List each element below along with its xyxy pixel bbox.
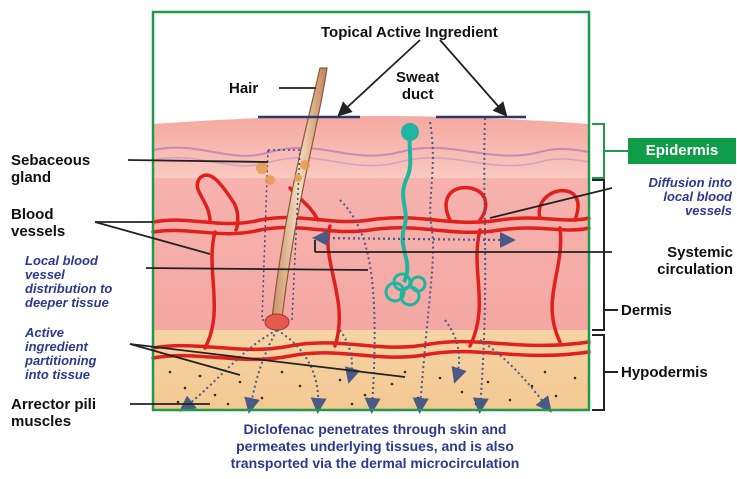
sebaceous-gland-label: Sebaceous gland [11, 152, 90, 186]
diagram-caption: Diclofenac penetrates through skin and p… [150, 421, 600, 472]
hair-label: Hair [229, 80, 258, 97]
local-blood-vessel-label: Local blood vessel distribution to deepe… [25, 254, 112, 310]
topical-ingredient-label: Topical Active Ingredient [321, 24, 498, 41]
sweat-duct-label: Sweat duct [396, 69, 439, 103]
hypodermis-layer [153, 330, 589, 410]
systemic-circulation-label: Systemic circulation [625, 244, 733, 278]
blood-vessels-label: Blood vessels [11, 206, 65, 240]
hypodermis-label: Hypodermis [621, 364, 708, 381]
arrector-pili-label: Arrector pili muscles [11, 396, 96, 430]
dermis-layer [153, 178, 589, 330]
epidermis-layer [153, 116, 589, 178]
dermis-label: Dermis [621, 302, 672, 319]
skin-layers [153, 116, 589, 410]
epidermis-label: Epidermis [628, 138, 736, 164]
active-partitioning-label: Active ingredient partitioning into tiss… [25, 326, 97, 382]
diffusion-label: Diffusion into local blood vessels [614, 176, 732, 218]
